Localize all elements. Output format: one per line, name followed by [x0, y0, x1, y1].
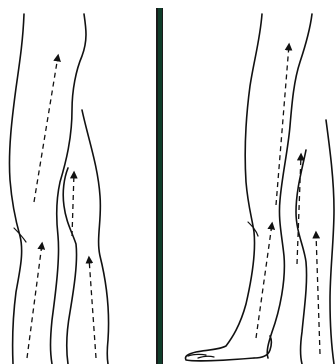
- right-back-leg-rear-outline: [326, 120, 334, 364]
- left-front-leg-outline: [9, 14, 24, 364]
- right-back-leg-outline: [296, 150, 307, 364]
- right-arrow-front-calf: [256, 224, 272, 338]
- left-arrow-lower-calf-front: [27, 244, 42, 358]
- right-heel: [254, 336, 272, 358]
- left-flow-arrows: [27, 56, 96, 358]
- left-back-leg-rear-outline: [82, 110, 109, 364]
- panel-divider: [156, 8, 163, 364]
- right-panel: [185, 14, 334, 364]
- right-toes: [188, 354, 214, 358]
- left-panel: [9, 14, 108, 364]
- left-arrow-back-upper: [72, 173, 74, 236]
- right-arrow-back-calf: [316, 233, 320, 354]
- left-arrow-upper-thigh: [34, 56, 58, 202]
- right-arrow-back-thigh: [297, 155, 301, 264]
- left-back-leg-outline: [63, 168, 76, 364]
- right-flow-arrows: [256, 45, 320, 354]
- left-arrow-back-lower: [89, 258, 96, 358]
- right-front-leg-front-outline: [185, 14, 262, 361]
